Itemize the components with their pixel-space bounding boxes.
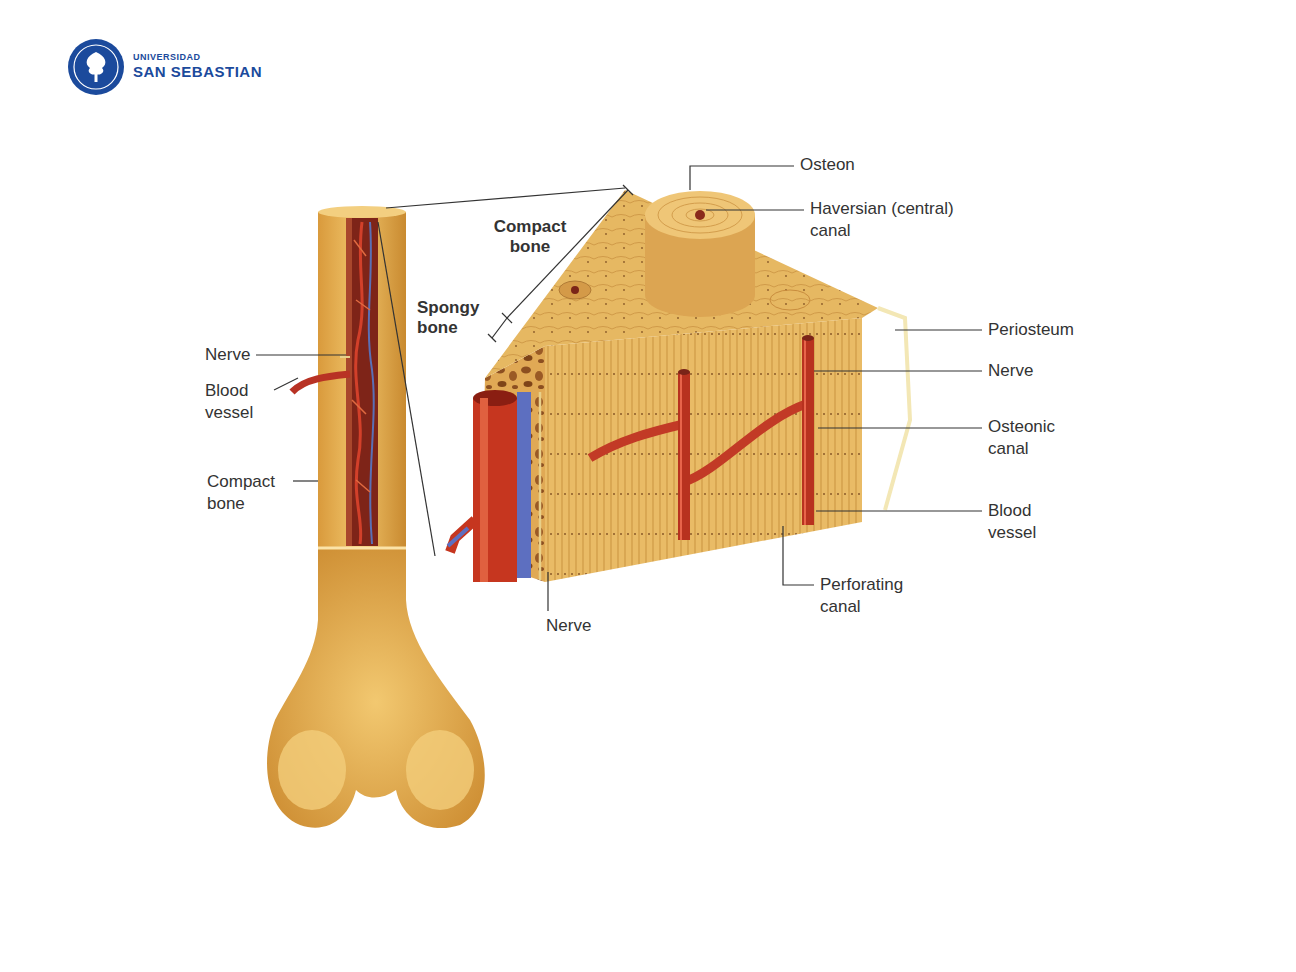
part-label: Osteon — [800, 154, 880, 176]
part-label: Compact bone — [207, 471, 289, 515]
logo-text: UNIVERSIDAD — [133, 52, 253, 63]
bracket — [488, 185, 633, 342]
leader-line — [256, 166, 982, 611]
part-label: Spongy bone — [417, 298, 489, 338]
part-label: Periosteum — [988, 319, 1098, 341]
part-label: Nerve — [205, 344, 265, 366]
part-label: Blood vessel — [988, 500, 1054, 544]
part-label: Osteonic canal — [988, 416, 1080, 460]
bone-block-illustration — [448, 190, 910, 582]
part-label: Compact bone — [482, 217, 578, 257]
logo-seal — [68, 39, 124, 95]
part-label: Nerve — [988, 360, 1048, 382]
logo-text: SAN SEBASTIAN — [133, 63, 303, 81]
part-label: Perforating canal — [820, 574, 932, 618]
part-label: Nerve — [546, 615, 606, 637]
part-label: Haversian (central) canal — [810, 198, 986, 242]
part-label: Blood vessel — [205, 380, 271, 424]
